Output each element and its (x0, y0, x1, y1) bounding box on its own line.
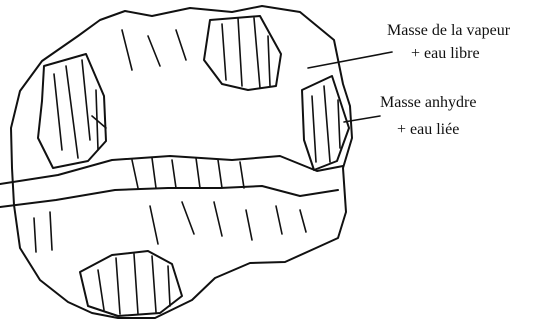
pore-right (302, 76, 349, 170)
label-vapeur-line2: + eau libre (411, 45, 480, 63)
leader-line-vapeur (308, 52, 392, 68)
label-vapeur-line1: Masse de la vapeur (387, 22, 510, 40)
label-anhydre-line2: + eau liée (397, 121, 459, 139)
matrix-cracks (34, 30, 306, 252)
leader-line-anhydre (344, 116, 380, 122)
pore-bottom (80, 251, 182, 316)
channel-lower (0, 186, 338, 207)
label-anhydre-line1: Masse anhydre (380, 94, 476, 112)
particle-outline (11, 6, 352, 318)
